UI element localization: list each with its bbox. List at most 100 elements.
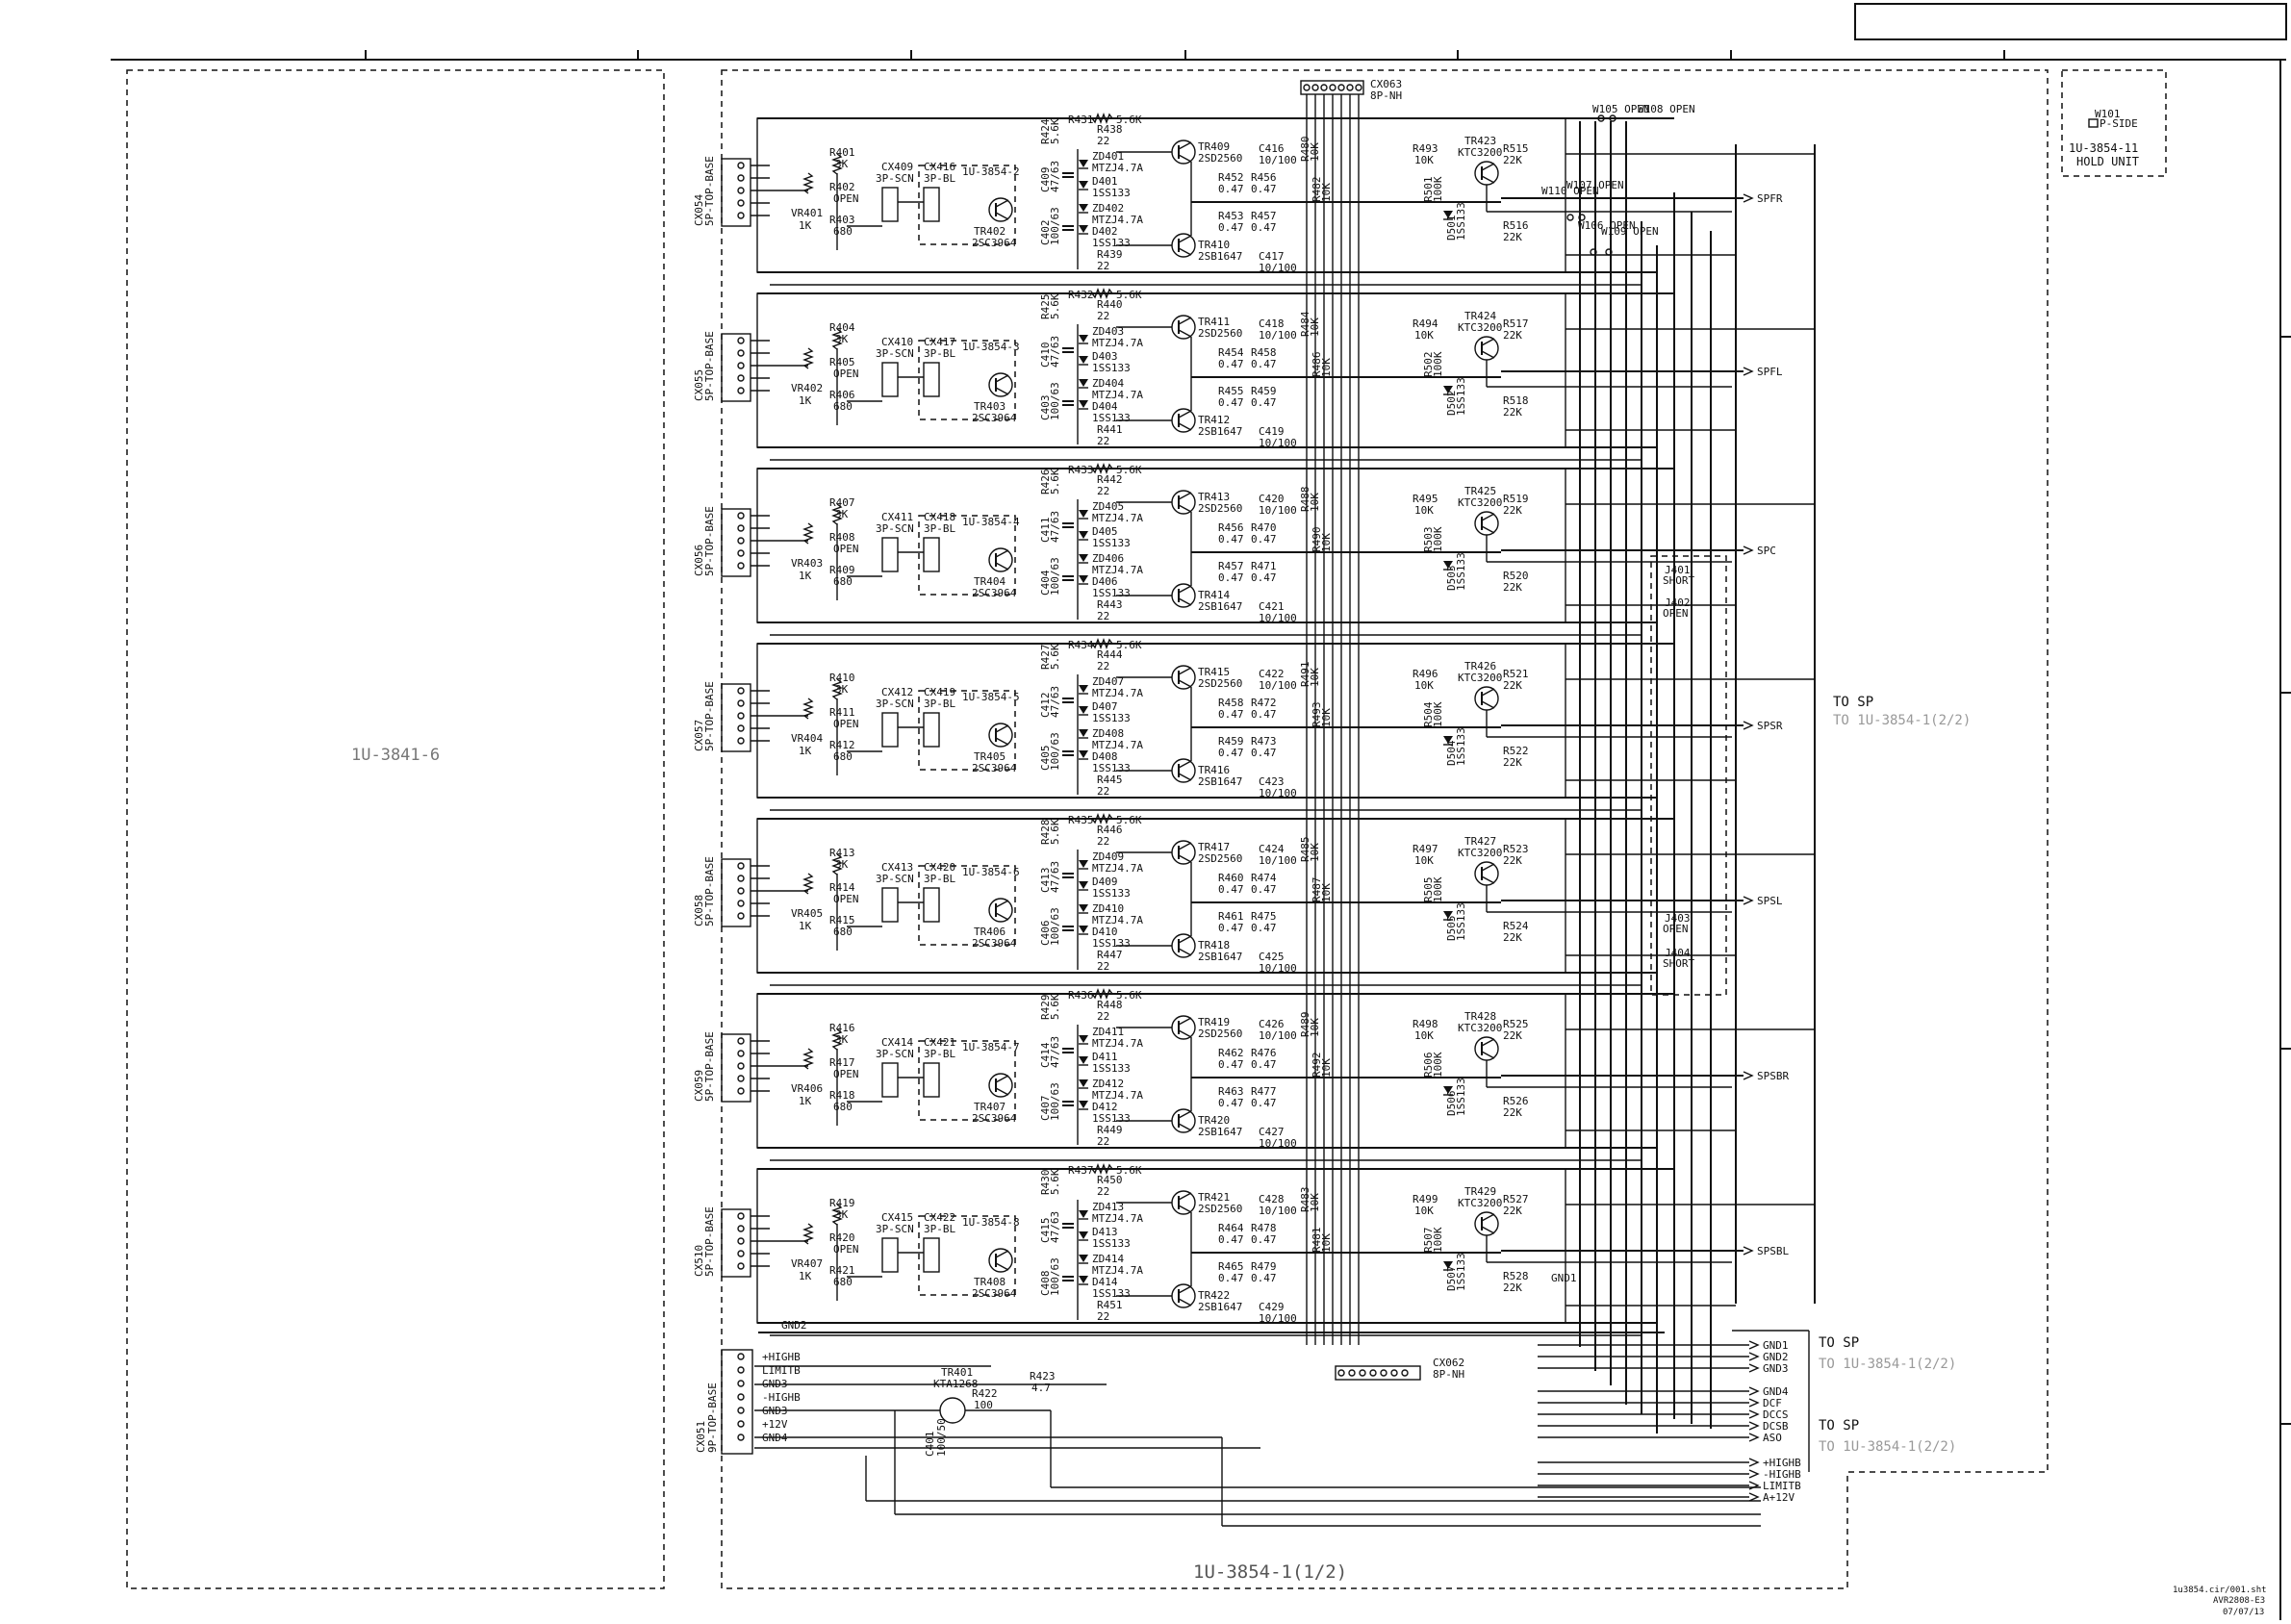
cap-up-value: 10/100 xyxy=(1259,329,1297,342)
power-pin-label: -HIGHB xyxy=(762,1391,801,1404)
transistor-emitter xyxy=(1481,700,1495,709)
cap-dn-value: 10/100 xyxy=(1259,1137,1297,1150)
c1-ref: C412 xyxy=(1039,693,1052,719)
prot-diode-type: 1SS133 xyxy=(1455,1253,1467,1291)
cx-bl-type: 3P-BL xyxy=(924,172,955,185)
prot-r-ref: R498 xyxy=(1413,1018,1438,1030)
cap-up-ref: C420 xyxy=(1259,493,1285,505)
r56k-ref: R431 xyxy=(1068,114,1094,126)
zener2-symbol xyxy=(1079,204,1088,212)
prot-diode-symbol xyxy=(1443,1086,1453,1094)
re1-ref: R452 xyxy=(1218,171,1244,184)
connector-pin-mark xyxy=(737,199,745,207)
sub-unit-ref: 1U-3854-8 xyxy=(962,1216,1020,1229)
tr-dn-ref: TR416 xyxy=(1198,764,1230,776)
rtop-ref: R416 xyxy=(829,1022,855,1034)
signal-arrow xyxy=(1748,1386,1760,1396)
prot-diode-ref: D503 xyxy=(1445,566,1458,592)
prot-transistor xyxy=(1474,336,1499,361)
small-transistor-ref: TR402 xyxy=(974,225,1005,238)
unit-main-label: 1U-3854-1(1/2) xyxy=(1193,1561,1347,1583)
r3k-resistor xyxy=(831,328,843,350)
prot-r-value: 10K xyxy=(1414,504,1434,517)
sub-unit-ref: 1U-3854-5 xyxy=(962,691,1020,703)
re1-value: 0.47 xyxy=(1218,183,1244,195)
transistor-emitter xyxy=(1178,1029,1192,1038)
rx1-value: 0.47 xyxy=(1251,1058,1277,1071)
rbot-ref: R406 xyxy=(829,389,855,401)
cx-bl-ref: CX416 xyxy=(924,161,955,173)
diode2-symbol xyxy=(1079,575,1088,583)
transistor-emitter xyxy=(995,212,1009,220)
prot-r-ref: R493 xyxy=(1413,142,1438,155)
rbot-ref: R421 xyxy=(829,1264,855,1277)
re2-value: 0.47 xyxy=(1218,571,1244,584)
cx-scn-connector xyxy=(881,187,899,222)
prot-transistor xyxy=(1474,1036,1499,1061)
input-connector-ref: CX055 xyxy=(693,369,705,401)
cx-bl-connector xyxy=(923,187,940,222)
prot-ro2-ref: R526 xyxy=(1503,1095,1529,1107)
rtop-value: 3K xyxy=(835,1208,849,1221)
prot-rs-value: 100K xyxy=(1432,526,1444,552)
connector-pin-mark xyxy=(737,562,745,570)
footer-file: 1u3854.cir/001.sht xyxy=(2173,1586,2267,1595)
cap-up-ref: C416 xyxy=(1259,142,1285,155)
cx-scn-ref: CX410 xyxy=(881,336,913,348)
c1-value: 47/63 xyxy=(1049,511,1061,543)
cx-bl-connector xyxy=(923,887,940,923)
output-lower-transistor xyxy=(1171,1283,1196,1308)
output-upper-transistor xyxy=(1171,840,1196,865)
connector-pin-mark xyxy=(737,1237,745,1245)
rbot-value: 680 xyxy=(833,750,853,763)
rb2-ref: R448 xyxy=(1097,999,1123,1011)
connector-pin-mark xyxy=(737,1062,745,1070)
rlow-ref: R449 xyxy=(1097,1124,1123,1136)
cx-scn-connector xyxy=(881,712,899,748)
small-transistor-ref: TR403 xyxy=(974,400,1005,413)
small-transistor xyxy=(988,723,1013,748)
prot-r-ref: R496 xyxy=(1413,668,1438,680)
sub-unit-frame xyxy=(918,1215,1016,1296)
power-section: CX051 9P-TOP-BASE +HIGHBLIMITBGND3-HIGHB… xyxy=(695,1349,1761,1527)
transistor-collector xyxy=(995,199,1009,208)
top-connector: CX063 8P-NH xyxy=(1300,78,1402,102)
vr-value: 1K xyxy=(799,570,812,582)
transistor-emitter xyxy=(1481,875,1495,884)
diode1-ref: D407 xyxy=(1092,700,1118,713)
transistor-collector xyxy=(995,374,1009,383)
rtop-value: 3K xyxy=(835,508,849,520)
jumper-group: J401 SHORT J402 OPEN J403 OPEN J404 SHOR… xyxy=(1650,555,1727,996)
rlow-value: 22 xyxy=(1097,610,1109,622)
transistor-emitter xyxy=(1481,525,1495,534)
prot-ro2-ref: R520 xyxy=(1503,570,1529,582)
gnd2-label: GND2 xyxy=(781,1319,807,1332)
cx-scn-type: 3P-SCN xyxy=(876,1048,914,1060)
r56k-ref: R435 xyxy=(1068,814,1094,826)
power-tr-ref: TR401 xyxy=(941,1366,973,1379)
prot-ro2-value: 22K xyxy=(1503,756,1522,769)
small-transistor xyxy=(988,547,1013,572)
input-connector-type: 5P-TOP-BASE xyxy=(703,1206,716,1277)
rmid-ref: R402 xyxy=(829,181,855,193)
rmid-ref: R405 xyxy=(829,356,855,368)
prot-rs-value: 100K xyxy=(1432,351,1444,377)
re1-value: 0.47 xyxy=(1218,1233,1244,1246)
re2-value: 0.47 xyxy=(1218,396,1244,409)
prot-transistor-type: KTC3200 xyxy=(1458,672,1502,684)
c1-ref: C409 xyxy=(1039,167,1052,193)
cx-scn-type: 3P-SCN xyxy=(876,522,914,535)
zener2-ref: ZD404 xyxy=(1092,377,1124,390)
rb2-value: 22 xyxy=(1097,1010,1109,1023)
zener2-symbol xyxy=(1079,379,1088,387)
diode1-ref: D409 xyxy=(1092,875,1118,888)
diode2-type: 1SS133 xyxy=(1092,1112,1131,1125)
prot-diode-ref: D507 xyxy=(1445,1266,1458,1292)
zener2-ref: ZD412 xyxy=(1092,1078,1124,1090)
rv-value: 10K xyxy=(1309,1018,1321,1037)
rmid-value: OPEN xyxy=(833,1243,859,1256)
connector-pin-mark xyxy=(737,887,745,895)
cx-bl-connector xyxy=(923,712,940,748)
